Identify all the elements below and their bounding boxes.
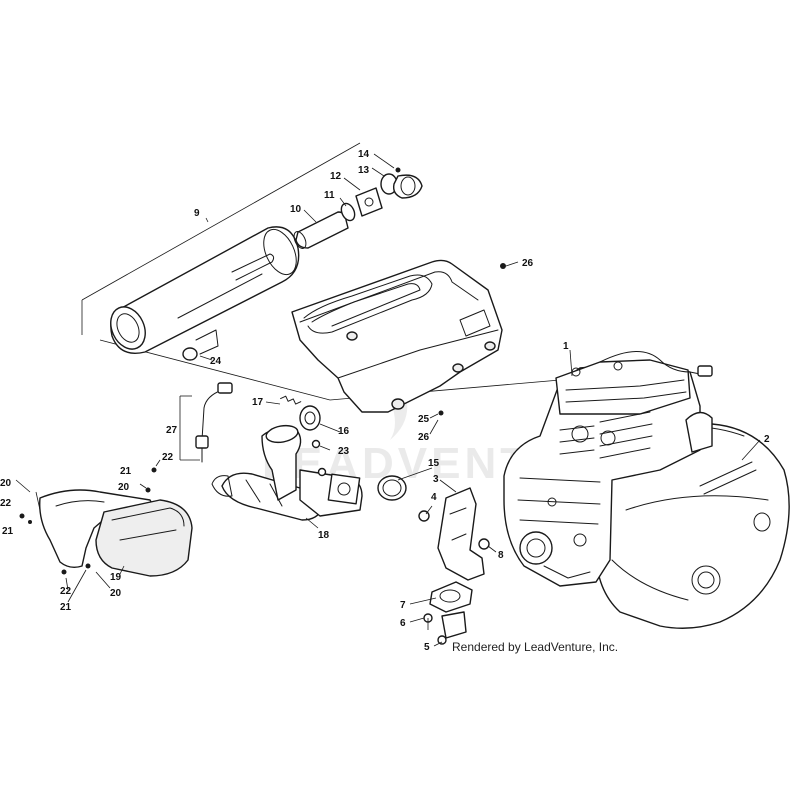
callout-4: 4 bbox=[431, 492, 437, 503]
callout-25: 25 bbox=[418, 414, 430, 425]
callout-5: 5 bbox=[424, 642, 430, 653]
clamp-and-spring bbox=[280, 395, 321, 431]
lower-heat-shield bbox=[19, 467, 193, 577]
callout-24: 24 bbox=[210, 356, 222, 367]
callout-20-left: 20 bbox=[0, 478, 12, 489]
callout-13: 13 bbox=[358, 165, 370, 176]
callout-26-bottom: 26 bbox=[418, 432, 430, 443]
callout-19: 19 bbox=[110, 572, 122, 583]
callout-22-bottom: 22 bbox=[60, 586, 72, 597]
callout-21-left: 21 bbox=[2, 526, 14, 537]
gasket bbox=[377, 475, 407, 501]
callout-8: 8 bbox=[498, 550, 504, 561]
callout-10: 10 bbox=[290, 204, 302, 215]
engine-mount bbox=[418, 487, 490, 645]
callout-1: 1 bbox=[563, 341, 569, 352]
tailpipe-assembly bbox=[293, 167, 423, 249]
leader-lines bbox=[15, 153, 761, 647]
engine bbox=[503, 351, 790, 629]
callout-26-top: 26 bbox=[522, 258, 534, 269]
callout-17: 17 bbox=[252, 397, 264, 408]
header-pipe bbox=[211, 424, 363, 521]
callout-3: 3 bbox=[433, 474, 439, 485]
callout-21-top: 21 bbox=[120, 466, 132, 477]
callout-6: 6 bbox=[400, 618, 406, 629]
callout-7: 7 bbox=[400, 600, 406, 611]
callout-20-bottom: 20 bbox=[110, 588, 122, 599]
oxygen-sensor bbox=[179, 382, 233, 463]
muffler bbox=[110, 226, 300, 360]
callout-16: 16 bbox=[338, 426, 350, 437]
callout-labels: 1 2 3 4 5 6 7 8 9 10 11 12 13 14 15 16 1… bbox=[0, 149, 770, 653]
callout-9: 9 bbox=[194, 208, 200, 219]
callout-2: 2 bbox=[764, 434, 770, 445]
callout-14: 14 bbox=[358, 149, 370, 160]
callout-21-bottom: 21 bbox=[60, 602, 72, 613]
bolt bbox=[182, 347, 198, 361]
callout-22-left: 22 bbox=[0, 498, 12, 509]
callout-18: 18 bbox=[318, 530, 330, 541]
callout-11: 11 bbox=[324, 190, 335, 201]
callout-23: 23 bbox=[338, 446, 350, 457]
callout-27: 27 bbox=[166, 425, 178, 436]
callout-12: 12 bbox=[330, 171, 342, 182]
render-credit: Rendered by LeadVenture, Inc. bbox=[452, 640, 619, 654]
callout-15: 15 bbox=[428, 458, 440, 469]
callout-22-top: 22 bbox=[162, 452, 174, 463]
heat-shield bbox=[291, 259, 506, 416]
callout-20-top: 20 bbox=[118, 482, 130, 493]
